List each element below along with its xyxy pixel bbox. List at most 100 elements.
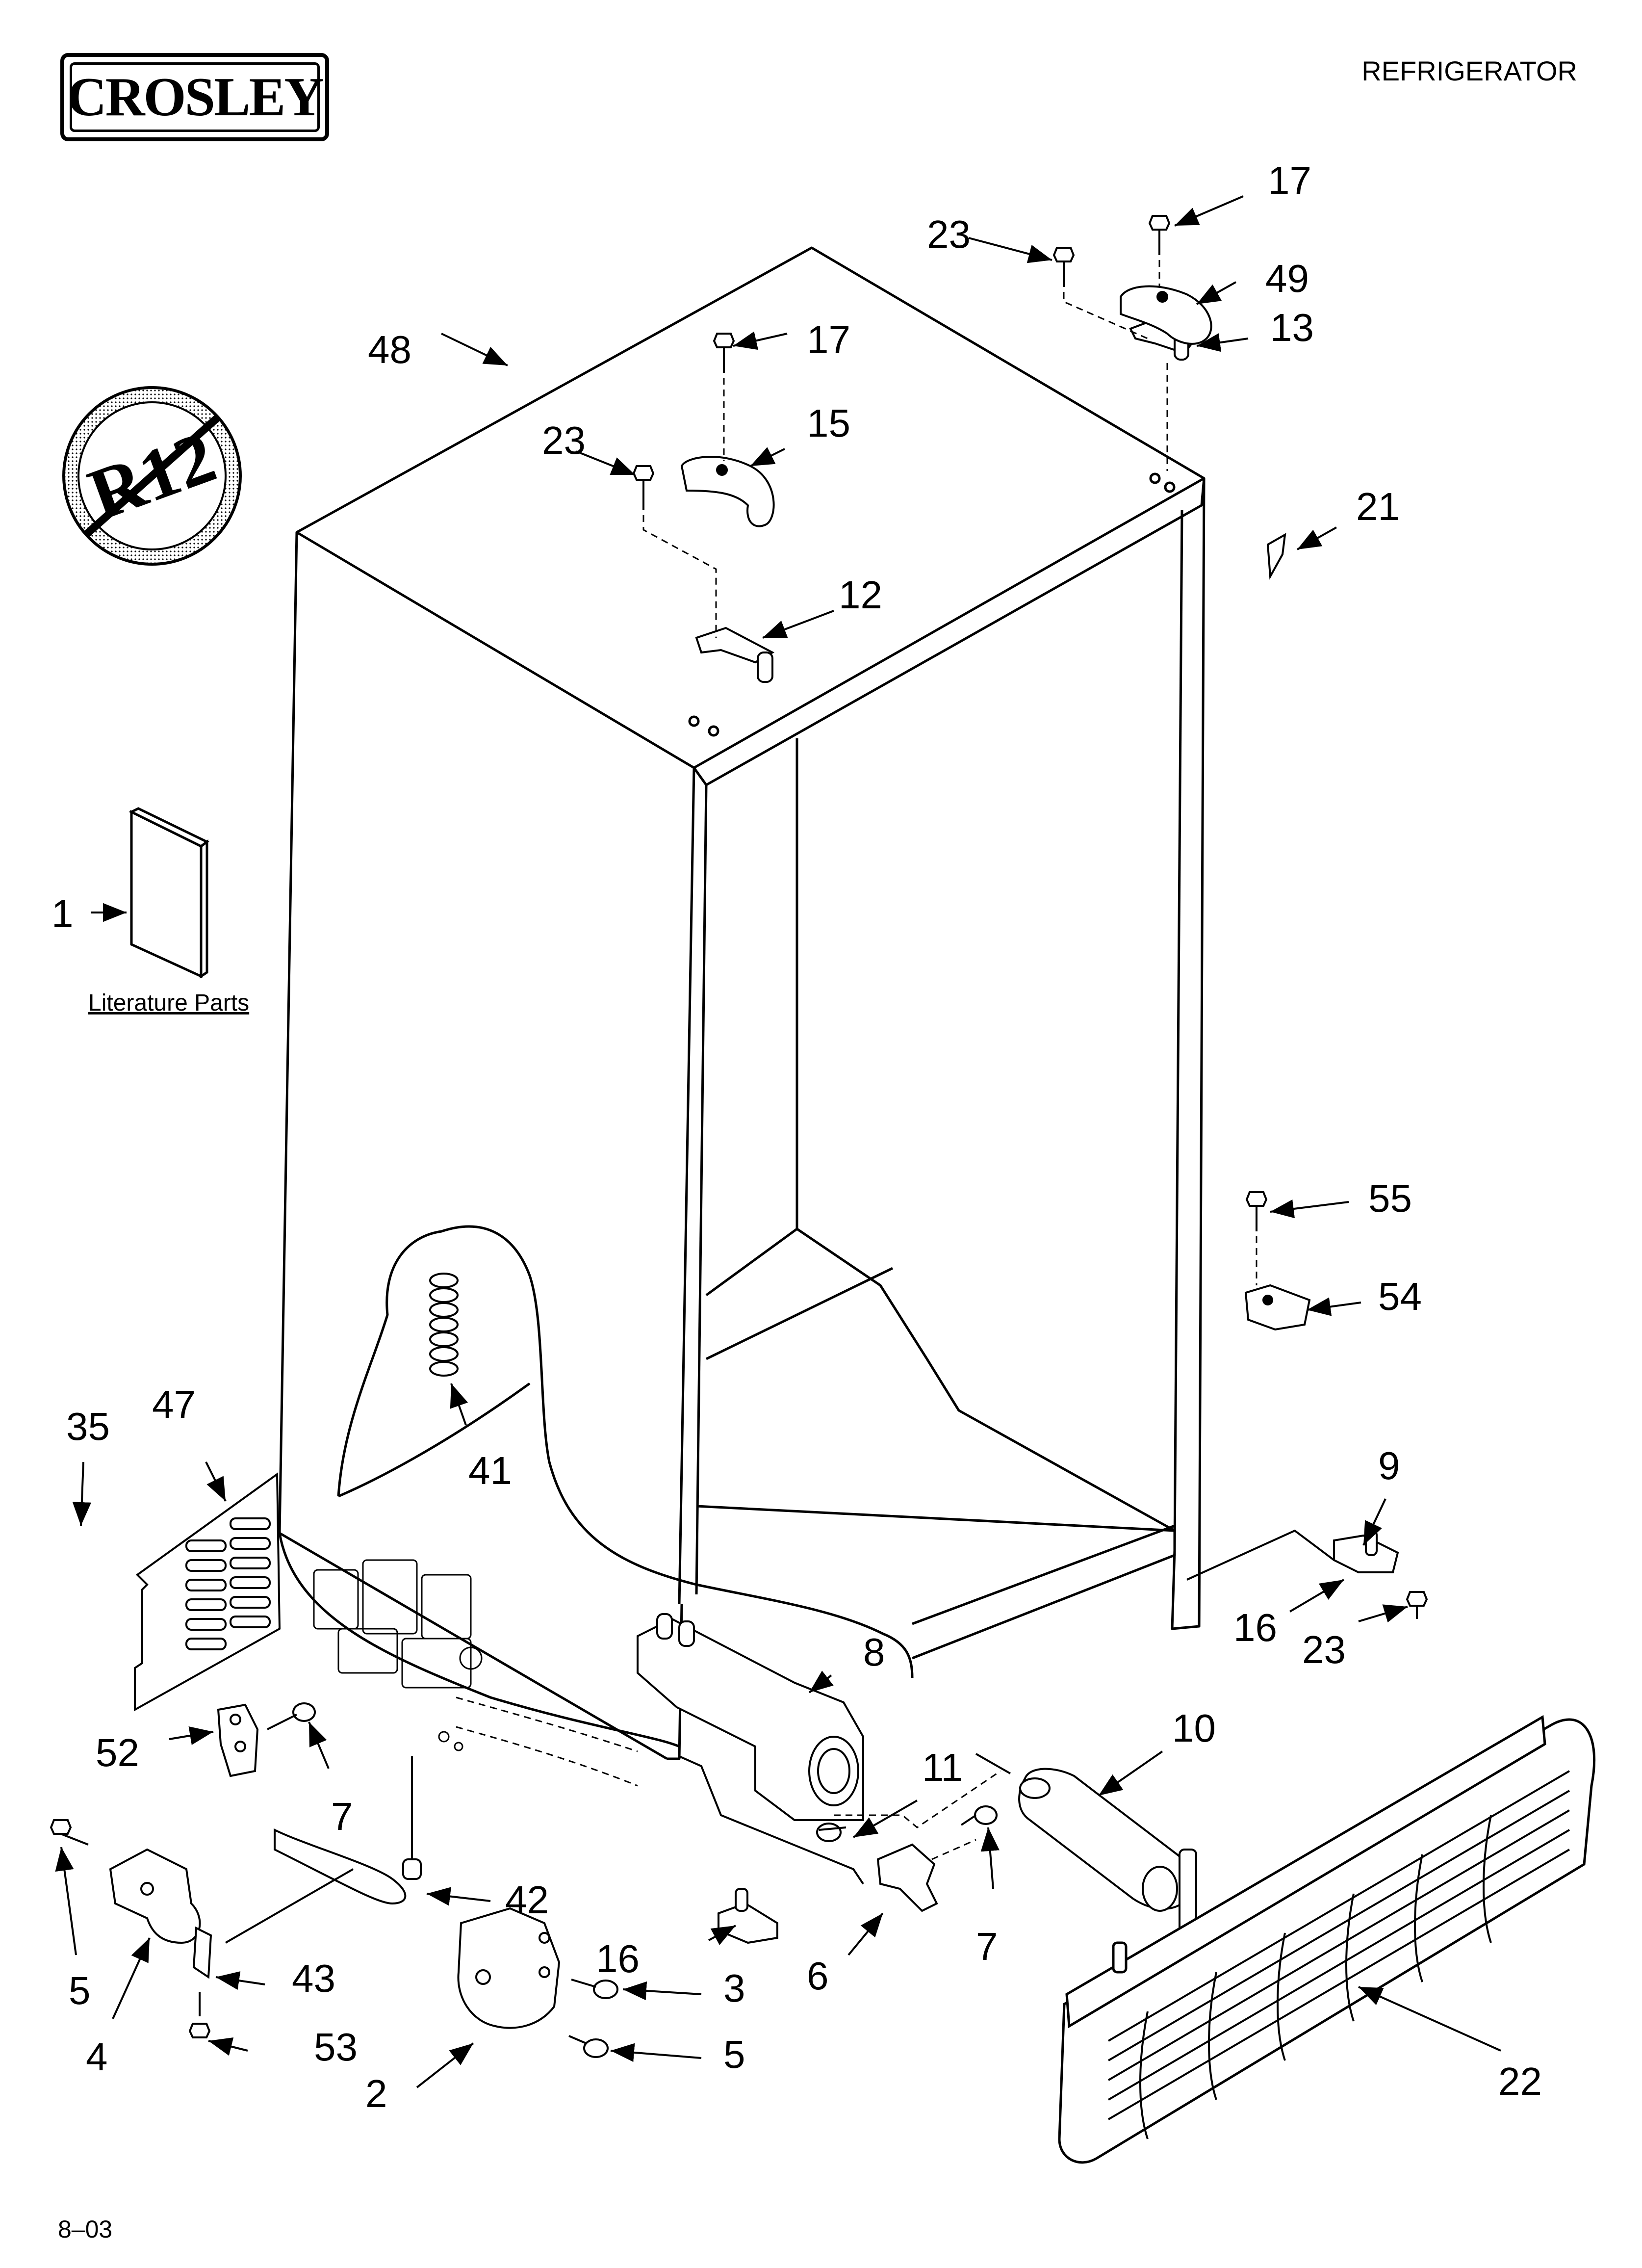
callout-42: 42 [505,1878,549,1922]
callout-23-bottom-right: 23 [1302,1628,1346,1671]
product-title: REFRIGERATOR [1361,55,1577,86]
clip-21 [1266,533,1286,580]
callout-47: 47 [152,1382,196,1426]
callout-49: 49 [1265,257,1309,300]
literature-booklet [128,807,209,979]
callout-21: 21 [1356,485,1400,528]
callout-13: 13 [1270,306,1314,349]
callout-55: 55 [1368,1176,1412,1220]
callout-7-right: 7 [976,1925,998,1968]
screw-23-bottom-right [1406,1591,1428,1619]
hinge-bracket-12 [695,626,775,664]
callout-54: 54 [1378,1275,1422,1318]
callout-9: 9 [1378,1444,1400,1487]
water-filter-10 [975,1753,1197,1939]
filter-head-6 [816,1805,998,1912]
callout-12: 12 [839,573,882,617]
callout-17-top-right: 17 [1268,158,1311,202]
screw-23-top-left [632,465,655,510]
cabinet-bottom-rail [696,1505,1175,1532]
bracket-16-bottom [718,1888,778,1944]
callout-4: 4 [86,2035,108,2079]
callout-52: 52 [96,1731,139,1774]
bracket-54 [1244,1284,1311,1331]
callout-7-left: 7 [331,1795,353,1838]
callout-16-bottom: 16 [596,1937,640,1981]
upper-left-hinge [632,333,775,683]
filter-leader [834,1770,1001,1860]
relay-assembly-4 [50,1819,212,2038]
callout-8: 8 [863,1630,885,1674]
grille-slots [1107,1770,1570,2139]
screw-23-top-right [1052,247,1075,287]
callout-16-right: 16 [1233,1606,1277,1649]
callout-11: 11 [922,1746,963,1789]
cabinet-front-left-edge [678,767,695,1605]
bracket-52 [217,1702,316,1777]
bracket-54-assembly [1244,1191,1311,1331]
callout-23-top-left: 23 [542,418,586,462]
callout-17-top-left: 17 [807,318,850,362]
screw-17-top-right [1148,215,1171,255]
callout-labels: 17 23 49 13 48 17 23 15 21 12 1 Literatu… [51,158,1542,2115]
callout-2: 2 [365,2072,387,2115]
callout-22: 22 [1498,2059,1542,2103]
screw-7-right [960,1805,998,1826]
access-panel-vents [185,1517,271,1650]
access-panel [134,1472,281,1712]
callout-1: 1 [51,892,74,936]
cabinet-floor-back [796,1227,1176,1532]
screw-17-top-left [713,333,735,373]
upper-right-hinge [1052,215,1212,361]
cabinet-inner-left-post [695,784,708,1595]
cutaway-wall-line [338,1382,531,1498]
callout-5-right: 5 [723,2033,745,2076]
machine-compartment-cutaway [278,1225,914,1748]
crosley-logo: CROSLEY [60,53,329,141]
leveling-bracket-9 [1186,1529,1428,1619]
drain-tube-42 [225,1756,422,1944]
callout-35: 35 [66,1405,110,1448]
cabinet-inner-right-post [1173,510,1183,1551]
callout-41: 41 [468,1449,512,1492]
screw-3 [571,1979,618,1999]
callout-6: 6 [807,1954,829,1998]
cabinet-bottom-front-rail [912,1524,1176,1660]
screw-5-right [568,2035,609,2058]
clamp-43 [192,1926,212,1979]
upper-right-leaders [1063,260,1168,471]
no-r12-badge: R12 [62,386,242,566]
screw-7-left [267,1702,316,1730]
hinge-cover-15 [680,456,775,527]
upper-left-leaders [642,378,725,638]
screw-55 [1245,1191,1268,1231]
screw-53 [188,1992,211,2038]
callout-5-left: 5 [69,1969,91,2012]
crosley-logo-frame: CROSLEY [67,62,324,132]
callout-53: 53 [314,2025,358,2069]
callout-48: 48 [368,328,411,371]
water-valve-8 [637,1613,864,1885]
callout-3: 3 [723,1966,745,2010]
condenser-coil [429,1273,459,1377]
compressor-cluster [313,1559,638,1787]
callout-10: 10 [1172,1706,1216,1750]
cutaway-lower-edge [278,1533,680,1748]
literature-parts-label: Literature Parts [88,990,249,1016]
cabinet-front-right-post [1171,478,1206,1630]
callout-43: 43 [292,1956,335,2000]
brand-logo-text: CROSLEY [67,66,324,128]
callout-23-top-right: 23 [927,212,971,256]
cutaway-outline [337,1225,914,1678]
cabinet-back-inner-edge [705,738,798,1297]
screw-11 [816,1823,847,1842]
cabinet-floor-slope [705,1267,894,1360]
date-code: 8–03 [58,2216,113,2243]
screw-5-left [50,1819,89,1846]
overload-relay-2 [457,1907,618,2058]
cabinet-front-frame [693,478,1206,786]
callout-15: 15 [807,401,850,445]
base-grille-22 [1058,1715,1596,2164]
leader-arrows [55,195,1501,2088]
